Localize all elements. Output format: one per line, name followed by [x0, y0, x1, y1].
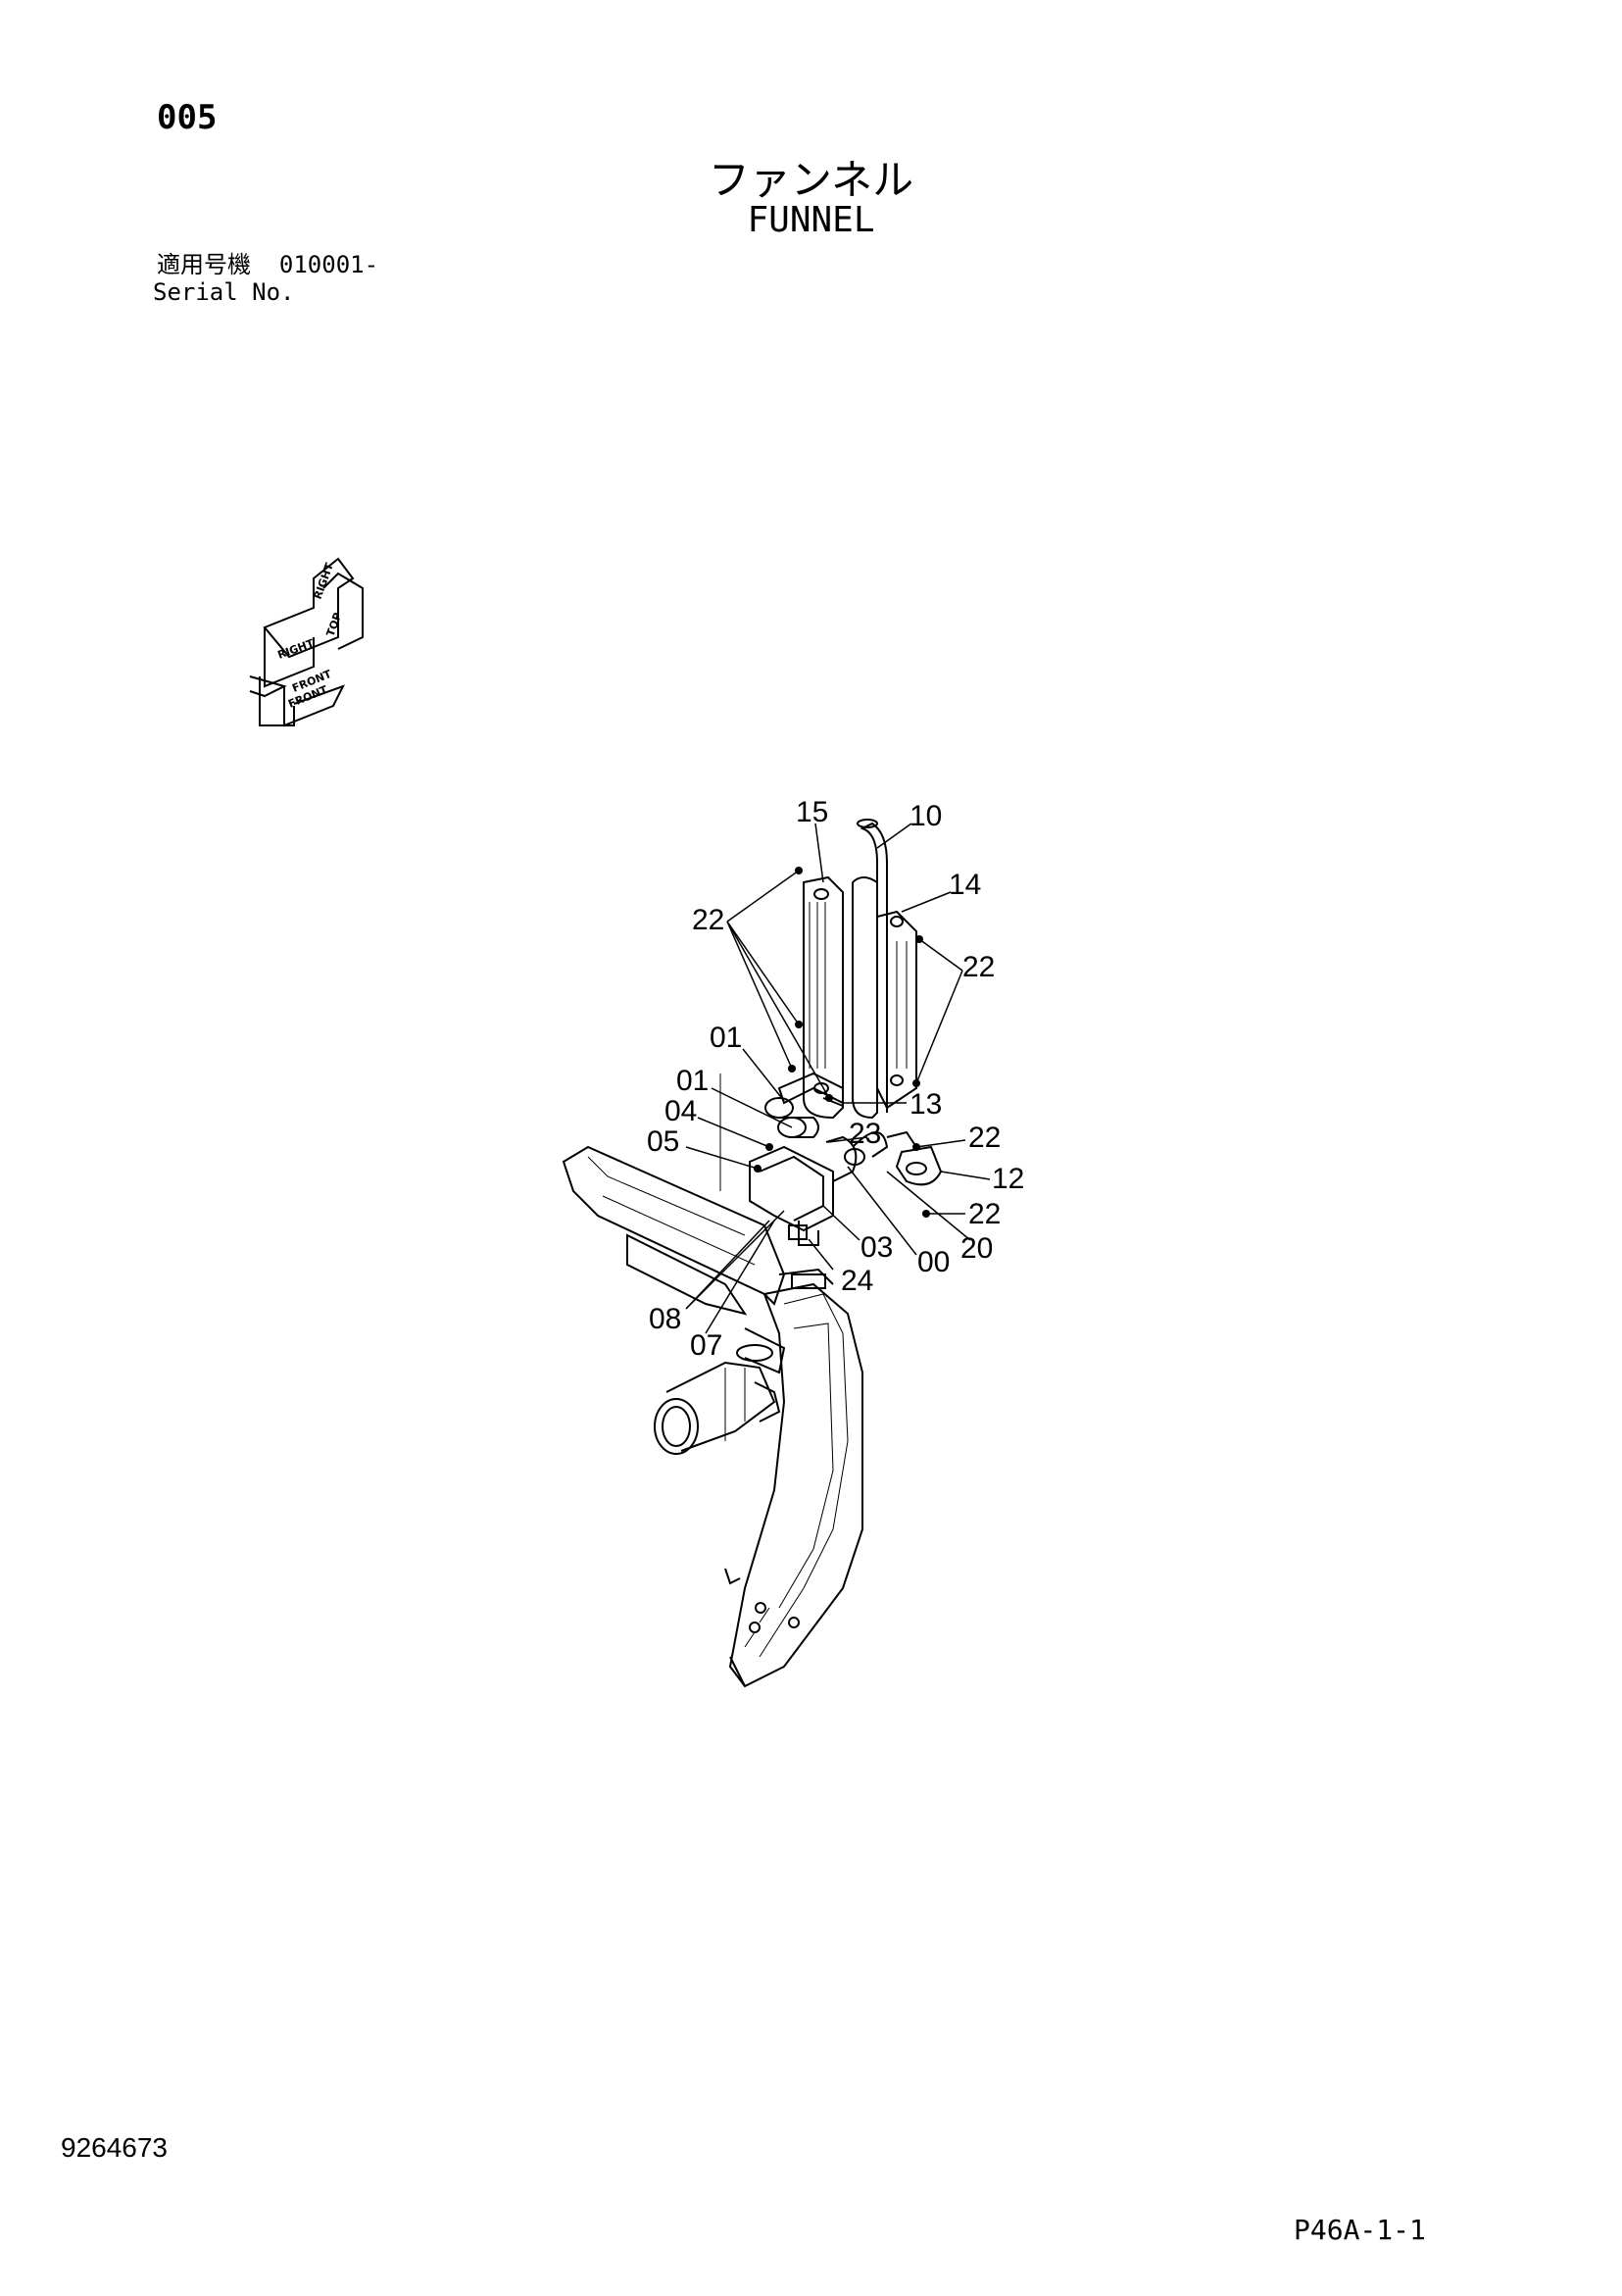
callout-22-bracket-top: 22: [968, 1122, 1001, 1154]
clamps: [764, 1097, 819, 1138]
callout-24: 24: [841, 1265, 873, 1297]
exhaust-pipe: [852, 819, 888, 1120]
serial-label-english: Serial No.: [153, 278, 295, 306]
orientation-label-top: TOP: [324, 611, 345, 638]
callout-22-bracket-bottom: 22: [968, 1198, 1001, 1230]
bracket-12: [886, 1130, 943, 1186]
callout-10: 10: [909, 800, 942, 832]
callout-15: 15: [796, 796, 828, 828]
callout-07: 07: [690, 1329, 722, 1362]
serial-block: 適用号機 010001- Serial No.: [153, 251, 379, 306]
leader-lines: [685, 823, 991, 1334]
callout-14: 14: [949, 869, 981, 901]
callout-20: 20: [960, 1232, 993, 1265]
callouts: 15 10 14 22 22 01 01 04 05 13 23 22 12 2…: [647, 796, 1024, 1362]
orientation-label-right-2: RIGHT: [312, 561, 336, 601]
orientation-label-right: RIGHT: [276, 636, 317, 661]
callout-22-right: 22: [962, 951, 995, 983]
callout-01-upper: 01: [710, 1022, 742, 1054]
callout-12: 12: [992, 1163, 1024, 1195]
page-number: 005: [157, 98, 218, 137]
orientation-indicator: TOP RIGHT RIGHT FRONT FRONT: [249, 557, 364, 727]
callout-22-left: 22: [692, 904, 724, 936]
page-reference: P46A-1-1: [1294, 2214, 1426, 2246]
callout-23: 23: [849, 1118, 881, 1150]
funnel-body: [749, 1131, 889, 1246]
heat-shield-left: [803, 875, 844, 1120]
muffler: [654, 1361, 781, 1455]
callout-13: 13: [909, 1088, 942, 1121]
callout-04: 04: [664, 1095, 697, 1127]
callout-08: 08: [649, 1303, 681, 1335]
callout-00: 00: [917, 1246, 950, 1278]
callout-05: 05: [647, 1125, 679, 1158]
serial-value: 010001-: [278, 251, 379, 278]
callout-03: 03: [860, 1231, 893, 1264]
document-number: 9264673: [61, 2132, 169, 2163]
callout-01-lower: 01: [676, 1065, 709, 1097]
title-japanese: ファンネル: [708, 156, 914, 204]
heat-shield-right: [876, 910, 917, 1110]
serial-label-japanese: 適用号機: [157, 251, 251, 278]
title-english: FUNNEL: [747, 200, 875, 240]
machine-frame: [562, 1145, 863, 1688]
